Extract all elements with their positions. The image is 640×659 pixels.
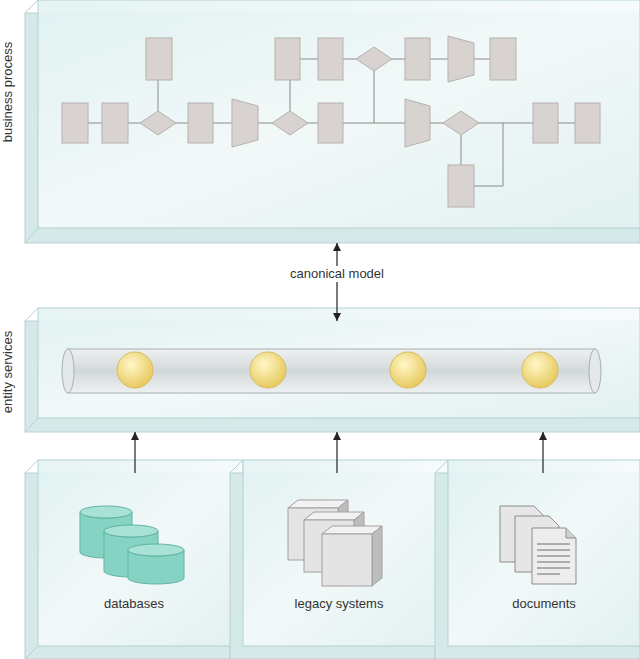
process-box [405, 38, 430, 80]
manual-operation [405, 99, 430, 147]
process-box [146, 38, 172, 80]
cylinder-top [104, 525, 158, 537]
process-box [490, 38, 516, 80]
box-label: documents [448, 596, 640, 612]
flow-line [275, 59, 516, 60]
flow-arrow [542, 432, 543, 473]
decision-diamond [443, 111, 479, 135]
flowchart [62, 36, 600, 207]
service-band: entity services [25, 321, 640, 432]
glass-face [38, 460, 243, 646]
service-ball [250, 352, 286, 388]
flow-arrow [134, 432, 135, 473]
glass-edge [25, 0, 38, 243]
process-box [102, 103, 128, 143]
decision-diamond [356, 47, 392, 71]
server-icon [288, 500, 382, 586]
flow-arrow [336, 432, 337, 473]
service-ball [522, 352, 558, 388]
service-bus [62, 349, 601, 393]
flow-shapes [62, 36, 600, 207]
glass-face [38, 308, 640, 418]
edge-label: canonical model [287, 266, 387, 282]
manual-operation [232, 99, 258, 147]
source-box: databases [25, 473, 230, 659]
process-band: business process [25, 13, 640, 243]
glass-face [448, 460, 640, 646]
text-lines [537, 544, 570, 574]
service-ball [117, 352, 153, 388]
server-front [322, 534, 372, 586]
band-label: entity services [0, 331, 16, 413]
source-box: legacy systems [230, 473, 435, 659]
glass-face [38, 0, 640, 228]
flow-arrow [336, 243, 337, 321]
cylinder-top [80, 506, 132, 518]
document-page [532, 528, 576, 584]
flow-line [158, 80, 159, 111]
database-icon [80, 506, 184, 584]
pipe-end [62, 349, 74, 393]
process-box [575, 103, 600, 143]
service-ball [390, 352, 426, 388]
page-fold [566, 528, 576, 538]
band-label: business process [0, 42, 16, 142]
box-label: databases [38, 596, 230, 612]
process-box [275, 38, 300, 80]
flow-line [374, 71, 375, 123]
pipe-end [589, 349, 601, 393]
process-box [448, 165, 474, 207]
glass-panels [25, 0, 640, 659]
process-box [533, 103, 558, 143]
process-box [62, 103, 88, 143]
cylinder-top [128, 544, 184, 556]
glass-face [243, 460, 448, 646]
process-box [318, 103, 343, 143]
source-box: documents [435, 473, 640, 659]
box-label: legacy systems [243, 596, 435, 612]
server-side [372, 526, 382, 586]
manual-operation [448, 36, 474, 82]
process-box [318, 38, 343, 80]
decision-diamond [140, 111, 176, 135]
document-icon [500, 506, 576, 584]
process-box [188, 103, 213, 143]
bus-pipe [68, 349, 595, 393]
glass-edge [25, 460, 243, 659]
decision-diamond [272, 111, 308, 135]
glass-edge [25, 308, 38, 432]
